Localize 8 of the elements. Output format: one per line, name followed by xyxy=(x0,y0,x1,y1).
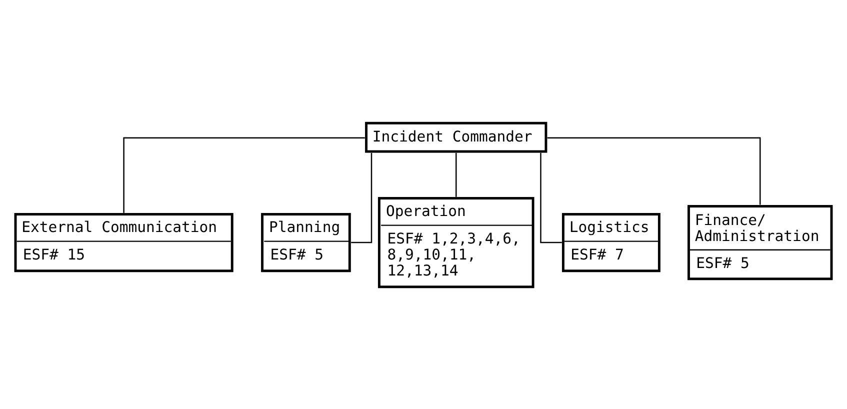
node-box: External Communication ESF# 15 xyxy=(14,212,234,272)
connector xyxy=(456,152,457,196)
connector xyxy=(351,152,372,243)
node-box: Logistics ESF# 7 xyxy=(562,212,660,272)
connector xyxy=(547,136,761,204)
connector xyxy=(540,152,562,243)
node-box: Incident Commander xyxy=(365,121,548,152)
connector xyxy=(123,136,365,212)
